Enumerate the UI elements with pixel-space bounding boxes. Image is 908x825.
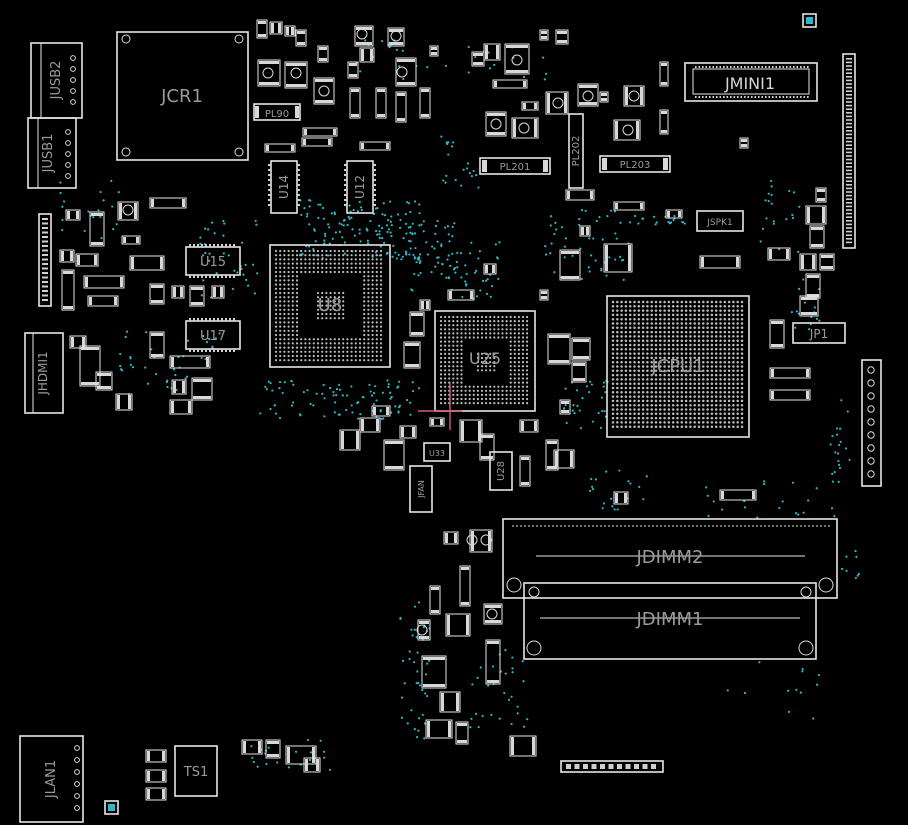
u33-label: U33 <box>429 449 445 458</box>
jusb1-label: JUSB1 <box>41 134 56 174</box>
fiducial-top-right <box>802 13 817 28</box>
jmini1-connector[interactable]: JMINI1 <box>684 62 818 102</box>
jhdmi1-connector[interactable]: JHDMI1 <box>24 332 64 414</box>
u14-chip[interactable]: U14 <box>268 160 300 214</box>
jdimm2-label: JDIMM2 <box>636 547 704 568</box>
jlan1-label: JLAN1 <box>44 760 59 799</box>
bottom-pin-header[interactable] <box>560 760 664 773</box>
jmini1-label: JMINI1 <box>724 74 775 93</box>
u12-chip[interactable]: U12 <box>344 160 376 214</box>
u8-label: U8 <box>318 295 343 316</box>
jcr1-label: JCR1 <box>160 86 203 107</box>
fiducial-bottom-left <box>104 800 119 815</box>
pl201-inductor[interactable]: PL201 <box>479 157 551 175</box>
jusb2-label: JUSB2 <box>49 61 64 101</box>
jp1-jumper[interactable]: JP1 <box>792 322 846 344</box>
jspk1-connector[interactable]: JSPK1 <box>696 210 744 232</box>
jdimm1-slot[interactable]: JDIMM1 <box>523 582 817 660</box>
pl202-inductor[interactable]: PL202 <box>568 113 584 189</box>
jp1-label: JP1 <box>809 327 828 341</box>
u8-bga-chip[interactable]: U8 <box>269 244 391 368</box>
u14-label: U14 <box>277 175 291 199</box>
u17-chip[interactable]: U17 <box>185 318 241 352</box>
left-strip-connector[interactable] <box>38 213 52 307</box>
jusb1-connector[interactable]: JUSB1 <box>27 117 77 189</box>
jusb2-connector[interactable]: JUSB2 <box>30 42 83 119</box>
pl203-label: PL203 <box>620 160 651 171</box>
pl90-label: PL90 <box>265 109 289 120</box>
jdimm2-slot[interactable]: JDIMM2 <box>502 518 838 599</box>
u15-label: U15 <box>200 255 226 270</box>
via-field <box>59 39 861 771</box>
u28-chip[interactable]: U28 <box>489 451 513 491</box>
u25-label: U25 <box>469 349 501 368</box>
right-long-connector[interactable] <box>842 53 856 249</box>
jcpu1-label: JCPU1 <box>650 356 704 377</box>
jspk1-label: JSPK1 <box>706 218 732 228</box>
jdimm1-label: JDIMM1 <box>636 609 704 630</box>
jhdmi1-label: JHDMI1 <box>36 351 50 395</box>
small-components <box>59 19 835 801</box>
jcr1-card-reader[interactable]: JCR1 <box>116 31 249 161</box>
jfan-connector[interactable]: JFAN <box>409 465 433 513</box>
u12-label: U12 <box>353 175 367 199</box>
jfan-label: JFAN <box>417 480 426 499</box>
u25-bga-chip[interactable]: U25 <box>434 310 536 412</box>
ts1-label: TS1 <box>183 765 208 780</box>
pl90-inductor[interactable]: PL90 <box>253 103 301 121</box>
u28-label: U28 <box>496 461 507 481</box>
u15-chip[interactable]: U15 <box>185 244 241 278</box>
right-short-connector[interactable] <box>861 359 882 487</box>
jcpu1-socket[interactable]: JCPU1 <box>606 295 750 438</box>
pl203-inductor[interactable]: PL203 <box>599 155 671 173</box>
u33-chip[interactable]: U33 <box>423 442 451 462</box>
origin-marker <box>418 383 462 430</box>
pl202-label: PL202 <box>571 136 582 167</box>
ts1-transformer[interactable]: TS1 <box>174 745 218 797</box>
u17-label: U17 <box>200 329 226 344</box>
pl201-label: PL201 <box>500 162 531 173</box>
jlan1-connector[interactable]: JLAN1 <box>19 735 84 823</box>
